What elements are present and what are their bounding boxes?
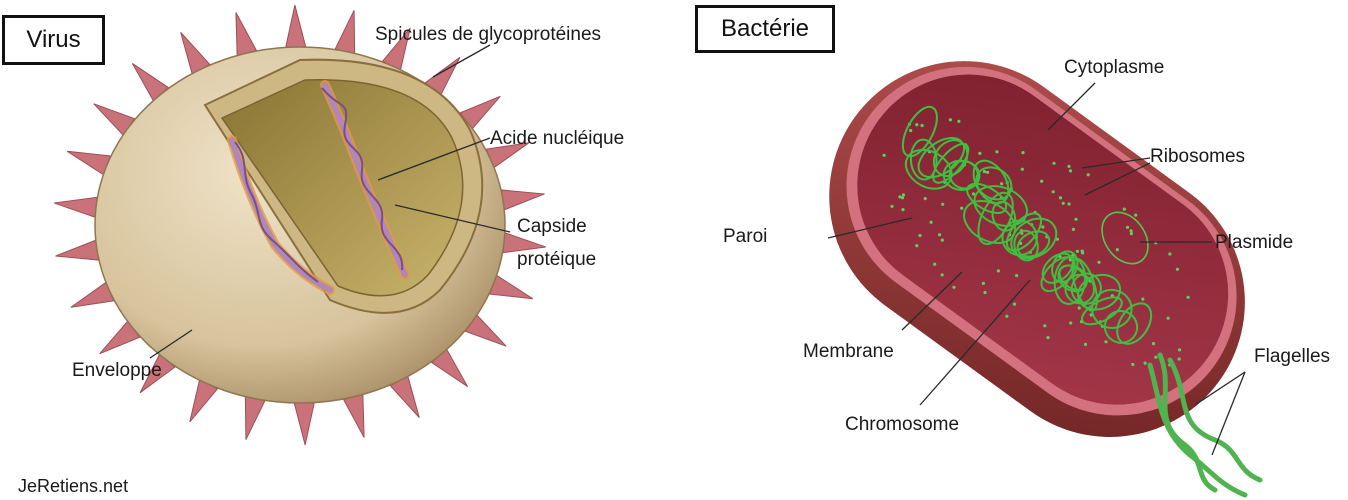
ribosome-dot — [1116, 248, 1119, 251]
glycoprotein-spike — [55, 240, 98, 260]
ribosome-dot — [902, 193, 905, 196]
ribosome-dot — [978, 152, 981, 155]
ribosome-dot — [1131, 363, 1134, 366]
label-cytoplasme: Cytoplasme — [1064, 57, 1164, 79]
ribosome-dot — [1021, 151, 1024, 154]
label-enveloppe: Enveloppe — [72, 360, 162, 382]
ribosome-dot — [915, 123, 918, 126]
ribosome-dot — [930, 221, 933, 224]
ribosome-dot — [883, 154, 886, 157]
ribosome-dot — [1087, 173, 1090, 176]
label-ribosomes: Ribosomes — [1150, 146, 1245, 168]
ribosome-dot — [949, 118, 952, 121]
ribosome-dot — [924, 197, 927, 200]
glycoprotein-spike — [245, 396, 265, 439]
glycoprotein-spike — [54, 197, 97, 217]
ribosome-dot — [1081, 250, 1084, 253]
ribosome-dot — [1154, 356, 1157, 359]
ribosome-dot — [1000, 182, 1003, 185]
glycoprotein-spike — [344, 394, 365, 437]
ribosome-dot — [1059, 196, 1062, 199]
ribosome-dot — [1141, 298, 1144, 301]
ribosome-dot — [1040, 180, 1043, 183]
ribosome-dot — [1123, 208, 1126, 211]
ribosome-dot — [960, 207, 963, 210]
ribosome-dot — [997, 269, 1000, 272]
ribosome-dot — [1021, 168, 1024, 171]
ribosome-dot — [918, 234, 921, 237]
ribosome-dot — [1062, 202, 1065, 205]
ribosome-dot — [1187, 296, 1190, 299]
ribosome-dot — [1041, 225, 1044, 228]
ribosome-dot — [1067, 165, 1070, 168]
ribosome-dot — [986, 171, 989, 174]
ribosome-dot — [1178, 357, 1181, 360]
ribosome-dot — [1084, 343, 1087, 346]
label-paroi: Paroi — [723, 226, 767, 248]
ribosome-dot — [909, 129, 912, 132]
ribosome-dot — [1013, 303, 1016, 306]
ribosome-dot — [952, 286, 955, 289]
label-membrane: Membrane — [803, 341, 894, 363]
ribosome-dot — [1104, 340, 1107, 343]
ribosome-dot — [1052, 190, 1055, 193]
label-spicules: Spicules de glycoprotéines — [375, 24, 601, 46]
ribosome-dot — [933, 263, 936, 266]
label-plasmide: Plasmide — [1215, 232, 1293, 254]
ribosome-dot — [995, 150, 998, 153]
ribosome-dot — [921, 124, 924, 127]
ribosome-dot — [1074, 218, 1077, 221]
label-capside-1: Capside — [517, 216, 587, 238]
ribosome-dot — [1176, 268, 1179, 271]
site-credit: JeRetiens.net — [18, 476, 128, 497]
ribosome-dot — [1178, 348, 1181, 351]
label-flagelles: Flagelles — [1254, 346, 1330, 368]
label-capside-2: protéique — [517, 249, 596, 271]
ribosome-dot — [1130, 229, 1133, 232]
ribosome-dot — [983, 291, 986, 294]
virus-title: Virus — [2, 15, 105, 65]
bacteria-title: Bactérie — [695, 5, 835, 53]
ribosome-dot — [1130, 232, 1133, 235]
ribosome-dot — [1152, 342, 1155, 345]
ribosome-dot — [901, 196, 904, 199]
ribosome-dot — [972, 192, 975, 195]
ribosome-dot — [1043, 324, 1046, 327]
ribosome-dot — [957, 120, 960, 123]
ribosome-dot — [1015, 274, 1018, 277]
ribosome-dot — [1126, 226, 1129, 229]
glycoprotein-spike — [294, 403, 314, 445]
ribosome-dot — [982, 282, 985, 285]
glycoprotein-spike — [286, 5, 306, 47]
ribosome-dot — [1068, 202, 1071, 205]
ribosome-dot — [1005, 315, 1008, 318]
ribosome-dot — [1052, 162, 1055, 165]
ribosome-dot — [901, 208, 904, 211]
label-acide-nucleique: Acide nucléique — [490, 128, 624, 150]
ribosome-dot — [1072, 228, 1075, 231]
ribosome-dot — [938, 233, 941, 236]
ribosome-dot — [1168, 252, 1171, 255]
ribosome-dot — [1144, 362, 1147, 365]
ribosome-dot — [941, 203, 944, 206]
ribosome-dot — [1076, 250, 1079, 253]
ribosome-dot — [1167, 317, 1170, 320]
ribosome-dot — [983, 170, 986, 173]
ribosome-dot — [1069, 321, 1072, 324]
ribosome-dot — [1134, 214, 1137, 217]
ribosome-dot — [1046, 336, 1049, 339]
glycoprotein-spike — [335, 10, 355, 53]
ribosome-dot — [1097, 261, 1100, 264]
glycoprotein-spike — [236, 13, 257, 56]
ribosome-dot — [915, 244, 918, 247]
ribosome-dot — [1069, 169, 1072, 172]
ribosome-dot — [890, 205, 893, 208]
ribosome-dot — [941, 239, 944, 242]
ribosome-dot — [941, 273, 944, 276]
glycoprotein-spike — [502, 190, 545, 210]
ribosome-dot — [1078, 306, 1081, 309]
label-chromosome: Chromosome — [845, 414, 959, 436]
